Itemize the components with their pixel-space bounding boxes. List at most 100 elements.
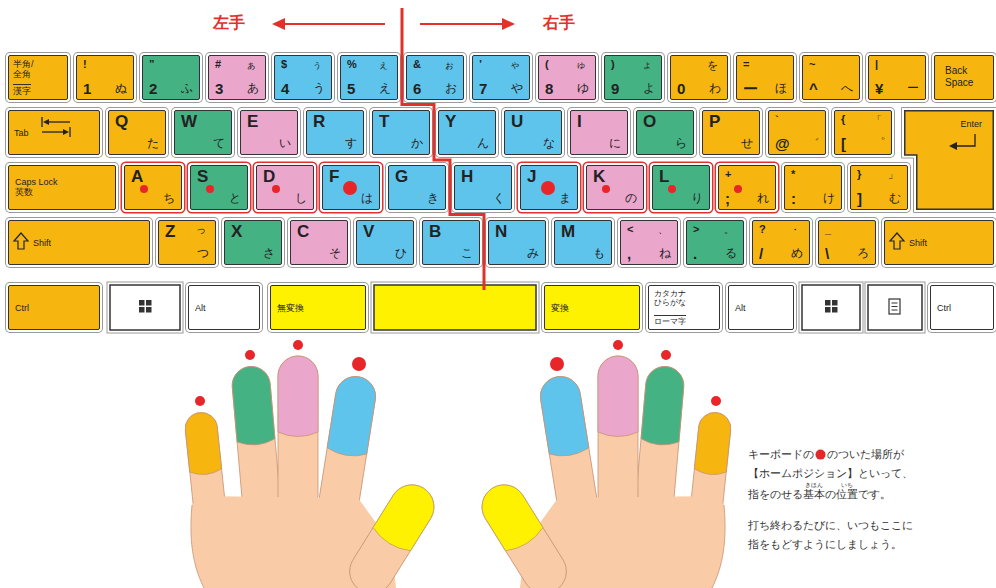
key-label: 漢字	[13, 84, 31, 96]
key-label: を	[707, 59, 718, 72]
key-label: |	[875, 58, 878, 71]
keyboard-key: Ctrl	[8, 285, 100, 330]
windows-icon	[825, 307, 831, 313]
key-label: Y	[445, 112, 456, 132]
key-label: 「	[872, 114, 882, 126]
key-label: 2	[149, 80, 157, 97]
key-label: D	[263, 167, 275, 187]
key-label: /	[759, 245, 763, 262]
keyboard-key: &ぉ6お	[406, 55, 464, 100]
key-label: ?	[759, 223, 766, 236]
key-label: }	[857, 168, 861, 181]
key-label: 無変換	[277, 303, 304, 313]
key-label: *	[791, 168, 795, 181]
key-label: W	[181, 112, 197, 132]
key-label: む	[889, 192, 901, 206]
key-label: F	[329, 167, 339, 187]
key-label: 7	[479, 80, 487, 97]
keyboard-key: Oら	[636, 110, 694, 155]
windows-key	[802, 285, 860, 330]
key-label: ま	[559, 192, 571, 206]
keyboard-key: )ょ9よ	[604, 55, 662, 100]
home-dot	[272, 185, 280, 193]
key-label: や	[511, 82, 523, 96]
keyboard-key: !1ぬ	[76, 55, 134, 100]
key-label: @	[775, 135, 790, 152]
key-label: け	[823, 192, 835, 206]
key-label: れ	[757, 192, 769, 206]
key-label: 0	[677, 80, 685, 97]
key-label: え	[379, 82, 391, 96]
key-label: (	[545, 58, 549, 71]
keyboard-key: Cそ	[290, 220, 348, 265]
keyboard-key: %ぇ5え	[340, 55, 398, 100]
key-label: ん	[477, 137, 489, 151]
home-dot	[602, 185, 610, 193]
key-label: +	[725, 168, 731, 181]
tab-bar	[41, 117, 42, 127]
key-label: <	[627, 223, 633, 236]
key-label: 4	[281, 80, 289, 97]
key-label: な	[543, 137, 555, 151]
key-label: .	[693, 245, 697, 262]
key-label: よ	[643, 82, 655, 96]
tab-arrows	[42, 117, 70, 137]
tab-arrow-head	[63, 129, 69, 135]
home-dot	[206, 185, 214, 193]
menu-icon	[892, 303, 898, 310]
key-label: 5	[347, 80, 355, 97]
key-label: わ	[709, 82, 721, 96]
key-label: [	[841, 135, 846, 152]
keyboard-key: `@゛	[768, 110, 826, 155]
key-label: つ	[197, 247, 209, 261]
keyboard-key: Shift	[8, 220, 150, 265]
key-label: Z	[165, 222, 175, 242]
key-label: ”	[149, 58, 155, 71]
key-label: ほ	[775, 82, 787, 96]
finger-dot	[352, 357, 366, 371]
key-label: も	[593, 247, 605, 261]
hand-label: 左手	[213, 13, 245, 32]
key-label: ぉ	[444, 59, 454, 71]
key-label: X	[231, 222, 242, 242]
key-label: カタカナ ひらがな	[654, 289, 690, 307]
key-label: ゅ	[576, 59, 586, 71]
home-dot	[140, 185, 148, 193]
key-label: ー	[743, 80, 758, 97]
key-label: ゃ	[510, 59, 520, 71]
key-label: り	[691, 192, 703, 206]
keyboard-key: =ーほ	[736, 55, 794, 100]
key-label: T	[379, 112, 389, 132]
key-label: へ	[841, 82, 853, 96]
keyboard-key: ” 2 ふ	[142, 55, 200, 100]
tab-bar	[69, 127, 70, 137]
key-frame	[371, 282, 539, 333]
windows-icon	[146, 300, 152, 306]
keyboard-key: <、,ね	[620, 220, 678, 265]
keyboard-key: Back Space	[934, 55, 994, 100]
keyboard-key: カタカナ ひらがなローマ字	[648, 285, 720, 330]
key-label: ふ	[181, 82, 193, 96]
key-label: K	[593, 167, 605, 187]
key-label: か	[411, 137, 423, 151]
home-dot	[734, 185, 742, 193]
keyboard-key: Bこ	[422, 220, 480, 265]
key-label: 」	[888, 169, 898, 181]
tab-arrow-head	[43, 119, 49, 125]
keyboard-key: Gき	[388, 165, 446, 210]
key-label: $	[281, 58, 287, 71]
key-label: Alt	[735, 303, 746, 313]
key-label: 。	[724, 224, 734, 236]
keyboard-key: }」]む	[850, 165, 908, 210]
key-label: く	[493, 192, 505, 206]
note-text: キーボードの	[748, 448, 814, 461]
key-label: M	[561, 222, 575, 242]
key-label: A	[131, 167, 143, 187]
keyboard-key: Uな	[504, 110, 562, 155]
keyboard-key: Lり	[652, 165, 710, 210]
key-label: ぬ	[115, 82, 127, 96]
key-label: E	[247, 112, 258, 132]
keyboard-key: Mも	[554, 220, 612, 265]
key-label: Shift	[33, 238, 51, 248]
key-label: の	[625, 192, 637, 206]
